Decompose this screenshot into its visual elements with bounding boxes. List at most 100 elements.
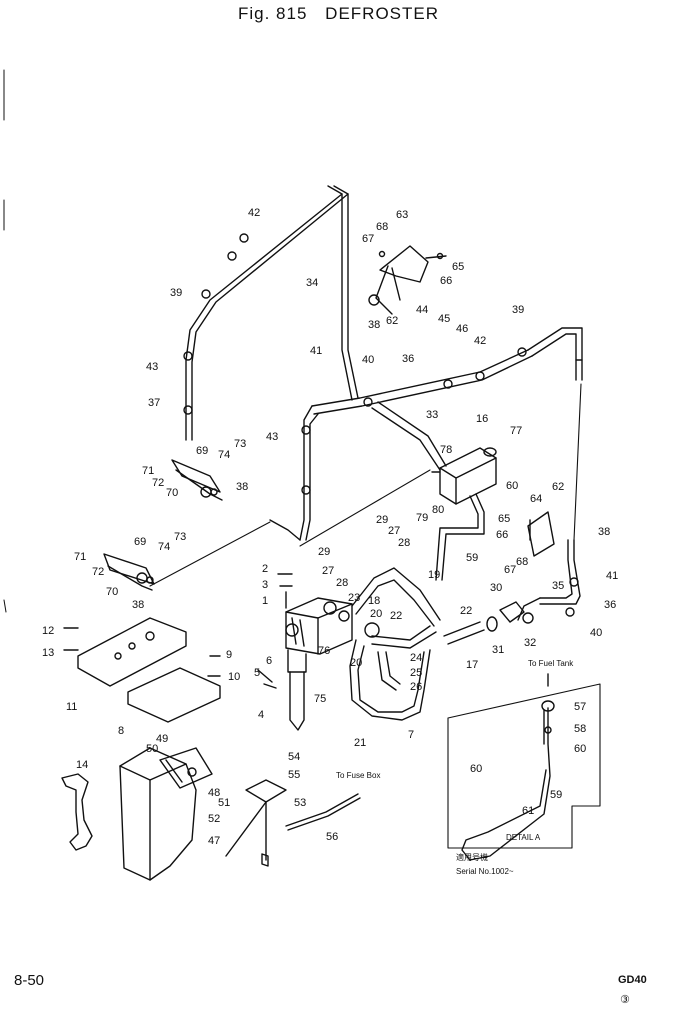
part-label-60: 60 bbox=[506, 480, 518, 492]
part-label-38b: 38 bbox=[236, 481, 248, 493]
part-label-70b: 70 bbox=[106, 586, 118, 598]
part-label-59b: 59 bbox=[550, 789, 562, 801]
part-label-21: 21 bbox=[354, 737, 366, 749]
part-label-62b: 62 bbox=[552, 481, 564, 493]
part-label-29b: 29 bbox=[318, 546, 330, 558]
part-label-43: 43 bbox=[146, 361, 158, 373]
part-label-5: 5 bbox=[254, 667, 260, 679]
part-label-18: 18 bbox=[368, 595, 380, 607]
part-label-79: 79 bbox=[416, 512, 428, 524]
part-label-22b: 22 bbox=[460, 605, 472, 617]
detail-a-label: DETAIL A bbox=[506, 833, 541, 842]
part-label-8: 8 bbox=[118, 725, 124, 737]
part-label-2: 2 bbox=[262, 563, 268, 575]
part-label-51: 51 bbox=[218, 797, 230, 809]
part-label-39: 39 bbox=[170, 287, 182, 299]
part-label-44: 44 bbox=[416, 304, 428, 316]
part-label-26: 26 bbox=[410, 681, 422, 693]
part-label-65: 65 bbox=[452, 261, 464, 273]
part-label-32: 32 bbox=[524, 637, 536, 649]
part-label-46: 46 bbox=[456, 323, 468, 335]
serial-applicable-label: 適用号機 bbox=[456, 852, 488, 862]
part-label-30: 30 bbox=[490, 582, 502, 594]
part-label-63: 63 bbox=[396, 209, 408, 221]
part-label-66b: 66 bbox=[496, 529, 508, 541]
figure-number: Fig. 815 bbox=[238, 4, 308, 23]
part-label-9: 9 bbox=[226, 649, 232, 661]
part-label-53: 53 bbox=[294, 797, 306, 809]
to-fuse-box-label: To Fuse Box bbox=[336, 771, 380, 780]
to-fuel-tank-label: To Fuel Tank bbox=[528, 659, 574, 668]
part-label-73: 73 bbox=[234, 438, 246, 450]
part-label-74b: 74 bbox=[158, 541, 170, 553]
part-label-78: 78 bbox=[440, 444, 452, 456]
part-label-67: 67 bbox=[362, 233, 374, 245]
part-label-77: 77 bbox=[510, 425, 522, 437]
part-label-68: 68 bbox=[376, 221, 388, 233]
part-label-54: 54 bbox=[288, 751, 300, 763]
part-label-39b: 39 bbox=[512, 304, 524, 316]
part-label-72b: 72 bbox=[92, 566, 104, 578]
part-label-14: 14 bbox=[76, 759, 88, 771]
part-label-17: 17 bbox=[466, 659, 478, 671]
part-label-6: 6 bbox=[266, 655, 272, 667]
figure-title: Fig. 815 DEFROSTER bbox=[238, 4, 451, 24]
part-label-69b: 69 bbox=[134, 536, 146, 548]
part-label-68b: 68 bbox=[516, 556, 528, 568]
part-label-50: 50 bbox=[146, 743, 158, 755]
part-label-64: 64 bbox=[530, 493, 542, 505]
part-label-36b: 36 bbox=[604, 599, 616, 611]
page-number: 8-50 bbox=[14, 972, 45, 989]
part-label-28b: 28 bbox=[336, 577, 348, 589]
part-label-49: 49 bbox=[156, 733, 168, 745]
part-label-28: 28 bbox=[398, 537, 410, 549]
part-label-11: 11 bbox=[66, 701, 77, 713]
part-label-65b: 65 bbox=[498, 513, 510, 525]
serial-number-label: Serial No.1002~ bbox=[456, 867, 514, 876]
part-label-27: 27 bbox=[388, 525, 400, 537]
part-label-55: 55 bbox=[288, 769, 300, 781]
model-code: GD40 bbox=[618, 974, 647, 986]
part-label-3: 3 bbox=[262, 579, 268, 591]
part-label-69: 69 bbox=[196, 445, 208, 457]
part-label-33: 33 bbox=[426, 409, 438, 421]
part-label-25: 25 bbox=[410, 667, 422, 679]
part-label-67b: 67 bbox=[504, 564, 516, 576]
part-label-19: 19 bbox=[428, 569, 440, 581]
part-label-75: 75 bbox=[314, 693, 326, 705]
part-label-38: 38 bbox=[368, 319, 380, 331]
part-label-41: 41 bbox=[310, 345, 322, 357]
part-label-71: 71 bbox=[142, 465, 154, 477]
part-label-62: 62 bbox=[386, 315, 398, 327]
part-label-16: 16 bbox=[476, 413, 488, 425]
part-label-71b: 71 bbox=[74, 551, 86, 563]
part-number-labels: 42 63 68 67 65 66 34 39 38 62 44 45 46 4… bbox=[42, 207, 618, 847]
part-label-56: 56 bbox=[326, 831, 338, 843]
part-label-23: 23 bbox=[348, 592, 360, 604]
part-label-58: 58 bbox=[574, 723, 586, 735]
part-label-20: 20 bbox=[370, 608, 382, 620]
part-label-48: 48 bbox=[208, 787, 220, 799]
part-label-42b: 42 bbox=[474, 335, 486, 347]
part-label-70: 70 bbox=[166, 487, 178, 499]
revision-mark: ③ bbox=[620, 994, 630, 1006]
part-label-43b: 43 bbox=[266, 431, 278, 443]
part-label-57: 57 bbox=[574, 701, 586, 713]
part-label-37: 37 bbox=[148, 397, 160, 409]
part-label-45: 45 bbox=[438, 313, 450, 325]
part-label-74: 74 bbox=[218, 449, 230, 461]
part-label-47: 47 bbox=[208, 835, 220, 847]
part-label-76: 76 bbox=[318, 645, 330, 657]
part-label-60c: 60 bbox=[470, 763, 482, 775]
part-label-27b: 27 bbox=[322, 565, 334, 577]
part-label-60b: 60 bbox=[574, 743, 586, 755]
part-label-4: 4 bbox=[258, 709, 264, 721]
part-label-41b: 41 bbox=[606, 570, 618, 582]
part-label-40: 40 bbox=[362, 354, 374, 366]
part-label-29: 29 bbox=[376, 514, 388, 526]
part-label-36: 36 bbox=[402, 353, 414, 365]
part-label-61: 61 bbox=[522, 805, 534, 817]
part-label-80: 80 bbox=[432, 504, 444, 516]
part-label-66: 66 bbox=[440, 275, 452, 287]
